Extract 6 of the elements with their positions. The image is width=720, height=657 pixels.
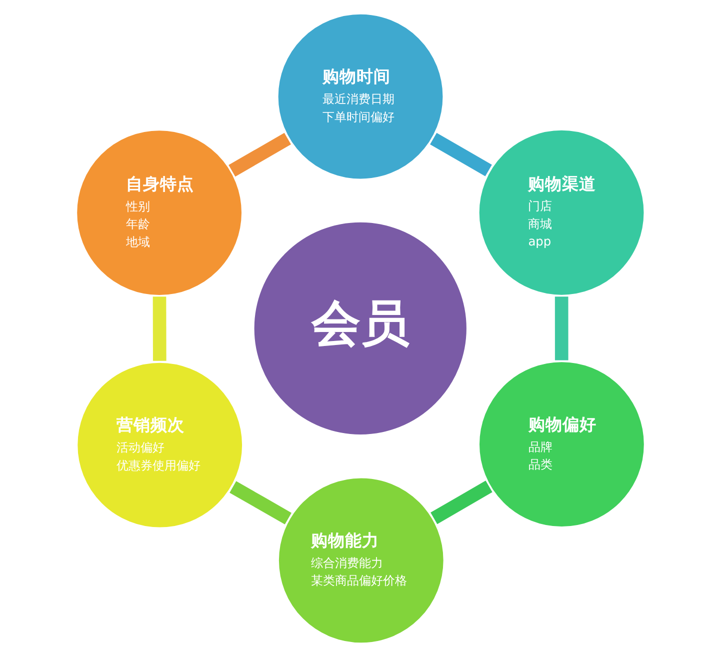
connector bbox=[430, 132, 492, 176]
connector bbox=[228, 132, 290, 177]
connector bbox=[152, 296, 166, 361]
connector bbox=[229, 481, 291, 524]
connector bbox=[430, 480, 492, 524]
connector bbox=[554, 296, 568, 360]
